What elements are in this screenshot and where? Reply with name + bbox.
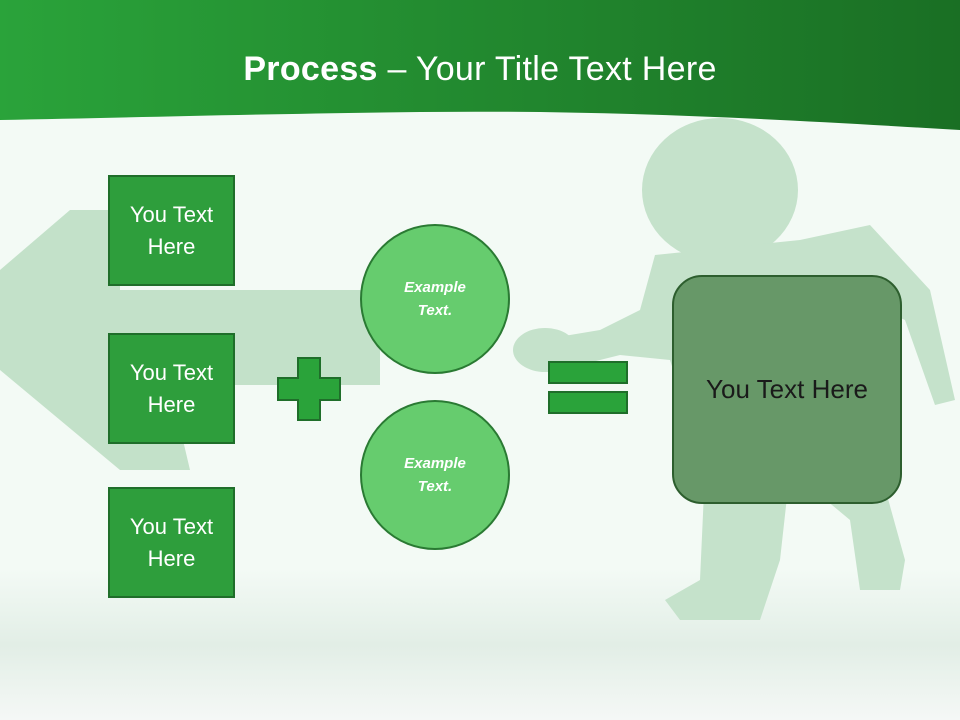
equals-icon bbox=[548, 361, 628, 414]
title-rest: – Your Title Text Here bbox=[377, 50, 717, 88]
result-box: You Text Here bbox=[672, 275, 902, 504]
plus-icon bbox=[277, 357, 341, 421]
example-circle-1: Example Text. bbox=[360, 224, 510, 374]
input-box-3: You Text Here bbox=[108, 487, 235, 598]
input-box-2: You Text Here bbox=[108, 333, 235, 444]
page-title: Process – Your Title Text Here bbox=[0, 50, 960, 89]
example-circle-2: Example Text. bbox=[360, 400, 510, 550]
title-bold: Process bbox=[243, 50, 378, 88]
header-band bbox=[0, 0, 960, 130]
input-box-1: You Text Here bbox=[108, 175, 235, 286]
